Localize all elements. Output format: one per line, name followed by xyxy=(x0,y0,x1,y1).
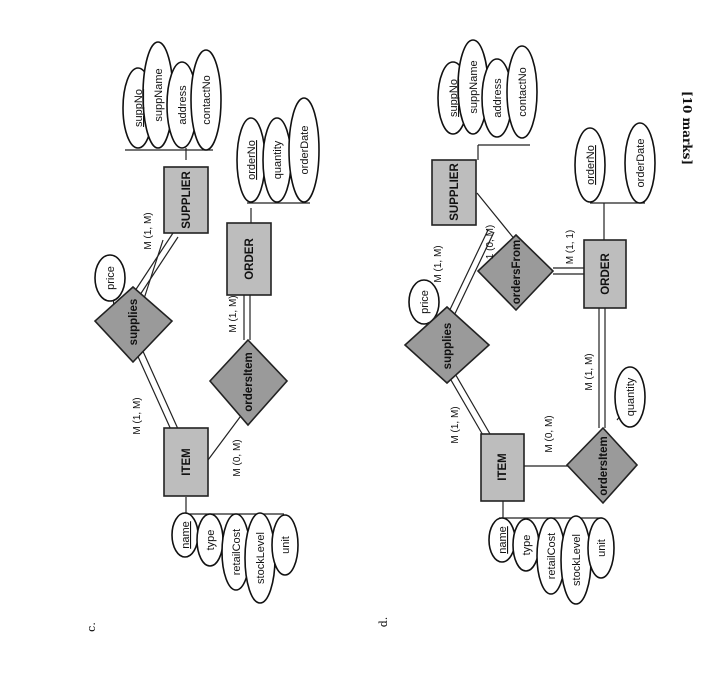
relationship-label: ordersItem xyxy=(243,352,255,411)
line xyxy=(476,192,517,242)
attr-orderDate: orderDate xyxy=(635,139,647,188)
attr-address: address xyxy=(177,85,189,125)
attr-type: type xyxy=(205,530,217,551)
attribute-ellipse xyxy=(271,514,299,576)
relationship-ordersitem xyxy=(208,338,289,427)
attr-name: name xyxy=(180,521,192,549)
marks-label: [10 marks] xyxy=(680,91,694,165)
attribute-ellipse xyxy=(288,97,320,203)
attr-contactNo: contactNo xyxy=(201,75,213,125)
attr-address: address xyxy=(492,78,504,118)
attr-retailCost: retailCost xyxy=(546,533,558,579)
relationship-label: supplies xyxy=(442,323,454,370)
entity-label: SUPPLIER xyxy=(181,171,193,229)
attribute-ellipse xyxy=(624,122,656,204)
attr-retailCost: retailCost xyxy=(231,529,243,575)
cardinality-label: M (1, M) xyxy=(132,397,143,434)
entity-order xyxy=(583,239,627,309)
attr-type: type xyxy=(521,535,533,556)
line xyxy=(444,229,489,321)
attr-quantity: quantity xyxy=(625,377,637,416)
relationship-label: ordersFrom xyxy=(511,240,523,305)
cardinality-label: M (1, M) xyxy=(450,406,461,443)
attr-quantity: quantity xyxy=(272,140,284,179)
attr-suppName: suppName xyxy=(153,68,165,121)
cardinality-label: M (1, M) xyxy=(143,212,154,249)
cardinality-label: M (0, M) xyxy=(544,415,555,452)
relationship-ordersitem xyxy=(565,426,639,505)
line xyxy=(207,412,244,461)
attr-orderNo: orderNo xyxy=(585,145,597,185)
entity-label: ITEM xyxy=(497,453,509,480)
attr-unit: unit xyxy=(280,536,292,554)
line xyxy=(133,236,179,305)
entity-item xyxy=(163,427,209,497)
attr-suppNo: suppNo xyxy=(448,79,460,117)
line xyxy=(141,239,164,306)
entity-supplier xyxy=(431,159,477,226)
attr-suppNo: suppNo xyxy=(133,89,145,127)
attr-stockLevel: stockLevel xyxy=(571,534,583,586)
line xyxy=(450,231,495,323)
entity-label: ORDER xyxy=(600,253,612,295)
relationship-label: ordersItem xyxy=(598,436,610,495)
relationship-ordersfrom xyxy=(476,233,555,312)
attr-contactNo: contactNo xyxy=(517,67,529,117)
entity-supplier xyxy=(163,166,209,234)
entity-item xyxy=(480,433,525,502)
attribute-ellipse xyxy=(506,45,538,139)
entity-label: SUPPLIER xyxy=(449,163,461,221)
relationship-supplies xyxy=(403,305,491,385)
attribute-ellipse xyxy=(94,254,126,302)
cardinality-label: M (0, M) xyxy=(232,439,243,476)
entity-label: ORDER xyxy=(244,238,256,280)
diagram-d: suppNo suppName address contactNo orderN… xyxy=(377,39,656,628)
cardinality-label: M (1, M) xyxy=(433,245,444,282)
attr-price: price xyxy=(419,290,431,314)
entity-order xyxy=(226,222,272,296)
line xyxy=(136,337,179,430)
attr-suppName: suppName xyxy=(468,60,480,113)
attr-price: price xyxy=(105,266,117,290)
attr-name: name xyxy=(497,526,509,554)
cardinality-label: 1 (0, M) xyxy=(485,225,496,259)
attr-unit: unit xyxy=(596,539,608,557)
diagram-c: suppNo suppName address contactNo orderN… xyxy=(85,41,320,632)
line xyxy=(449,364,491,435)
attr-orderDate: orderDate xyxy=(299,126,311,175)
attribute-ellipse xyxy=(587,517,615,579)
attr-stockLevel: stockLevel xyxy=(255,532,267,584)
relationship-label: supplies xyxy=(128,299,140,346)
attr-orderNo: orderNo xyxy=(246,140,258,180)
attribute-ellipse xyxy=(614,366,646,428)
relationship-supplies xyxy=(93,285,174,364)
attribute-ellipse xyxy=(190,49,222,151)
attribute-ellipse xyxy=(574,127,606,203)
entity-label: ITEM xyxy=(181,448,193,475)
cardinality-label: M (1, M) xyxy=(584,353,595,390)
cardinality-label: M (1, 1) xyxy=(565,230,576,264)
diagram-label-c: c. xyxy=(85,622,98,632)
attribute-ellipse xyxy=(408,279,440,325)
cardinality-label: M (1, M) xyxy=(228,295,239,332)
diagram-label-d: d. xyxy=(377,617,390,628)
line xyxy=(128,232,174,301)
